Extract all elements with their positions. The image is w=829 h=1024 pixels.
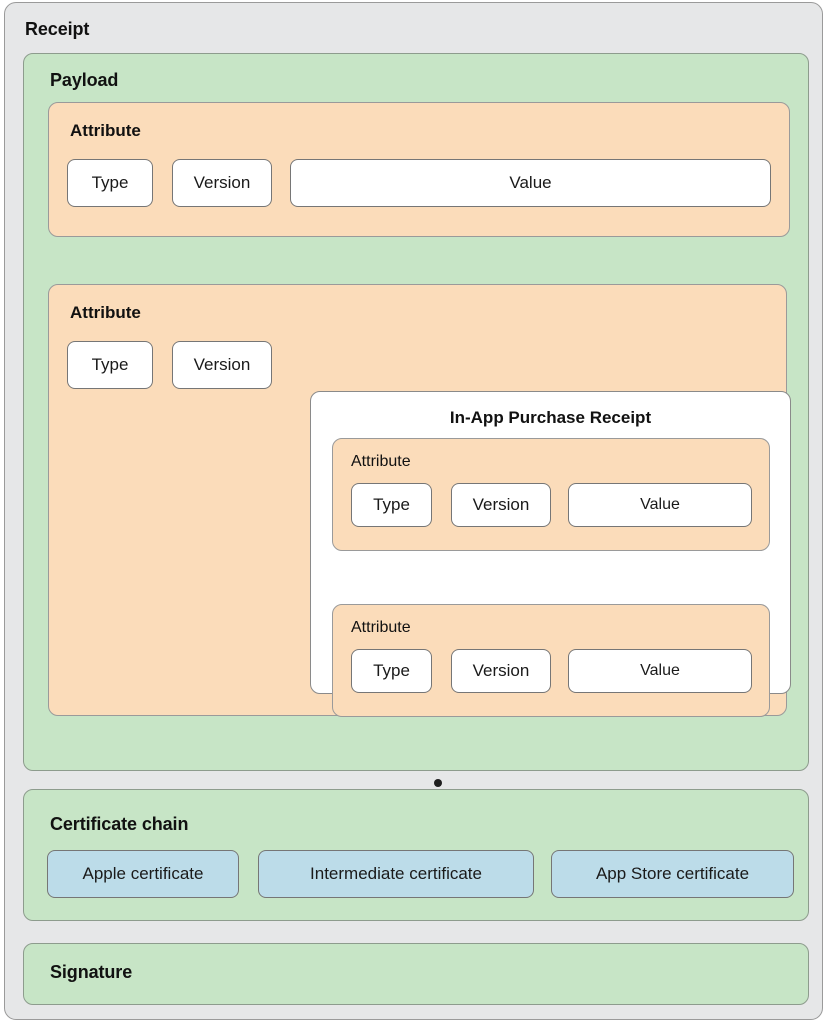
attribute-type-field: Type (67, 341, 153, 389)
attribute-type-field: Type (351, 483, 432, 527)
attribute-type-field: Type (67, 159, 153, 207)
attribute-value-field: Value (568, 483, 752, 527)
payload-attribute-1: Attribute Type Version Value (48, 102, 790, 237)
in-app-purchase-receipt-container: In-App Purchase Receipt Attribute Type V… (310, 391, 791, 717)
payload-attribute-2: Attribute Type Version In-App Purchase R… (48, 284, 791, 717)
attribute-type-field: Type (351, 649, 432, 693)
attribute-value-field: Value (568, 649, 752, 693)
certificate-intermediate: Intermediate certificate (258, 850, 534, 898)
in-app-purchase-receipt-title: In-App Purchase Receipt (449, 408, 652, 427)
receipt-title: Receipt (25, 19, 90, 39)
payload-container: Payload Attribute Type Version Value Att… (23, 53, 809, 817)
certificate-chain-container: Certificate chain Apple certificate Inte… (23, 789, 809, 921)
signature-title: Signature (50, 962, 133, 982)
attribute-label: Attribute (351, 453, 411, 470)
attribute-version-field: Version (451, 649, 551, 693)
attribute-version-field: Version (451, 483, 551, 527)
attribute-version-field: Version (172, 159, 272, 207)
iap-attribute-2: Attribute Type Version Value (332, 604, 770, 717)
attribute-version-field: Version (172, 341, 272, 389)
certificate-apple: Apple certificate (47, 850, 239, 898)
iap-attribute-1: Attribute Type Version Value (332, 438, 770, 551)
attribute-label: Attribute (70, 121, 141, 140)
attribute-value-field: Value (290, 159, 771, 207)
payload-title: Payload (50, 70, 119, 90)
certificate-app-store: App Store certificate (551, 850, 794, 898)
certificate-chain-title: Certificate chain (50, 814, 189, 834)
receipt-container: Receipt Payload Attribute Type Version V… (4, 2, 823, 1020)
signature-container: Signature (23, 943, 809, 1005)
attribute-label: Attribute (70, 303, 141, 322)
attribute-label: Attribute (351, 619, 411, 636)
